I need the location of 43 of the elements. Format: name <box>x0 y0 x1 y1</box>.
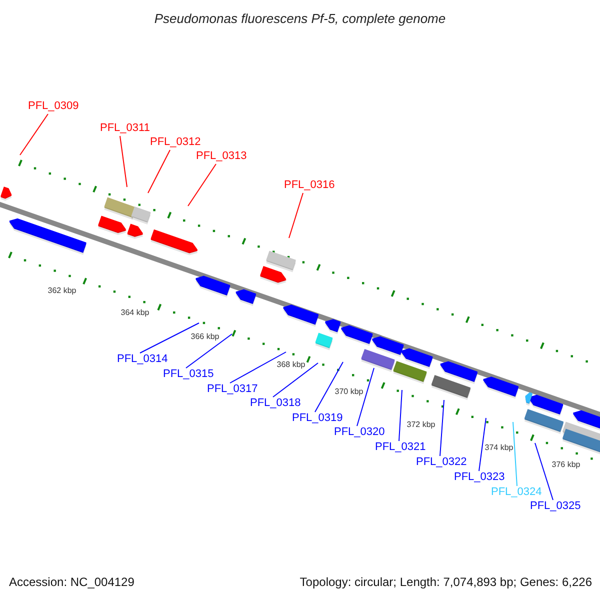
leader-line <box>186 334 232 368</box>
leader-line <box>512 422 518 486</box>
gene-label: PFL_0324 <box>491 485 542 499</box>
gene-label: PFL_0322 <box>416 455 467 469</box>
leader-line <box>20 114 48 156</box>
leader-line <box>398 390 402 442</box>
leader-line <box>140 322 200 354</box>
leader-line <box>188 164 216 206</box>
leader-line <box>148 150 170 194</box>
position-label: 376 kbp <box>552 460 580 470</box>
gene-label: PFL_0321 <box>375 440 426 454</box>
position-label: 362 kbp <box>48 286 76 296</box>
position-label: 372 kbp <box>406 420 436 430</box>
position-label: 370 kbp <box>334 387 364 397</box>
leader-line <box>534 442 554 500</box>
gene-label: PFL_0325 <box>530 499 581 513</box>
accession-label: Accession: NC_004129 <box>9 574 134 591</box>
gene-label: PFL_0312 <box>150 135 201 149</box>
leader-line <box>272 362 318 398</box>
position-label: 366 kbp <box>190 332 220 342</box>
gene-label: PFL_0318 <box>250 396 301 410</box>
gene-label: PFL_0320 <box>334 425 385 439</box>
gene-label: PFL_0319 <box>292 411 343 425</box>
leader-line <box>288 192 304 238</box>
gene-label: PFL_0315 <box>163 367 214 381</box>
leader-line <box>120 136 128 188</box>
leader-line <box>356 368 374 426</box>
gene-label: PFL_0317 <box>207 382 258 396</box>
gene-label: PFL_0313 <box>196 149 247 163</box>
position-label: 364 kbp <box>120 308 150 318</box>
gene-label: PFL_0311 <box>100 121 150 135</box>
position-label: 374 kbp <box>484 443 514 453</box>
gene-label: PFL_0323 <box>454 470 505 484</box>
genome-info-label: Topology: circular; Length: 7,074,893 bp; Genes: 6,226 <box>300 574 592 591</box>
leader-line <box>478 418 486 472</box>
gene-label: PFL_0314 <box>117 352 168 366</box>
leader-line <box>440 400 444 456</box>
leader-line <box>230 352 286 384</box>
title: Pseudomonas fluorescens Pf-5, complete genome <box>153 10 447 28</box>
position-label: 368 kbp <box>276 360 306 370</box>
gene-label: PFL_0316 <box>284 178 335 192</box>
leader-line <box>314 362 344 412</box>
gene-label: PFL_0309 <box>28 99 79 113</box>
